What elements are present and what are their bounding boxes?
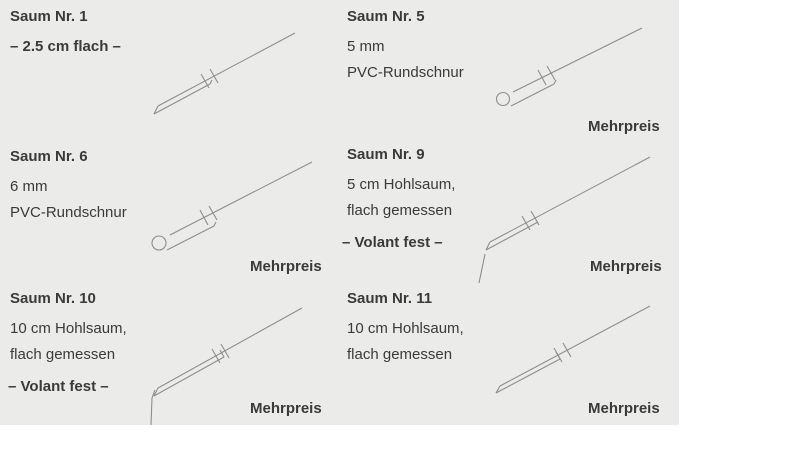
tick-mark <box>562 342 572 358</box>
saum-cell-1: Saum Nr. 1 – 2.5 cm flach – <box>10 8 121 60</box>
saum-10-desc-line-2: flach gemessen <box>10 346 116 363</box>
tick-mark <box>537 69 547 86</box>
pvc-cord-circle <box>151 235 167 251</box>
hem-end-cap <box>153 105 159 115</box>
fabric-edge-line <box>499 305 651 387</box>
fabric-edge-line <box>512 27 643 93</box>
hem-end-cap <box>495 385 501 394</box>
valance-drop-line <box>150 389 156 426</box>
saum-cell-10: Saum Nr. 10 10 cm Hohlsaum, flach gemess… <box>10 290 127 368</box>
fabric-edge-line <box>169 161 313 236</box>
saum-10-mehrpreis-label: Mehrpreis <box>250 400 322 417</box>
saum-cell-9: Saum Nr. 9 5 cm Hohlsaum, flach gemessen <box>347 146 455 224</box>
saum-11-title: Saum Nr. 11 <box>347 290 433 307</box>
saum-5-mehrpreis-label: Mehrpreis <box>588 118 660 135</box>
tick-mark <box>521 215 531 231</box>
saum-11-desc-line-1: 10 cm Hohlsaum, <box>347 320 464 337</box>
saum-5-desc-line-2: PVC-Rundschnur <box>347 64 464 81</box>
tick-mark <box>211 348 221 364</box>
saum-6-desc-line-2: PVC-Rundschnur <box>10 204 127 221</box>
saum-9-volant-note: – Volant fest – <box>342 234 443 251</box>
saum-11-drawing <box>495 305 651 394</box>
saum-1-title: Saum Nr. 1 <box>10 8 88 25</box>
saum-6-mehrpreis-label: Mehrpreis <box>250 258 322 275</box>
hem-end-cap <box>153 387 159 397</box>
saum-9-desc-line-2: flach gemessen <box>347 202 453 219</box>
fabric-edge-line <box>157 307 303 389</box>
pvc-cord-circle <box>495 91 511 107</box>
hem-top-cap <box>553 79 557 85</box>
fabric-edge-line <box>489 156 651 243</box>
saum-5-desc-line-1: 5 mm <box>347 38 385 55</box>
valance-drop-line <box>478 253 486 284</box>
saum-cell-5: Saum Nr. 5 5 mm PVC-Rundschnur <box>347 8 464 86</box>
hem-top-cap <box>219 349 225 358</box>
tick-mark <box>199 209 209 226</box>
saum-5-title: Saum Nr. 5 <box>347 8 425 25</box>
saum-1-desc-line-1: – 2.5 cm flach – <box>10 38 121 55</box>
saum-10-title: Saum Nr. 10 <box>10 290 96 307</box>
saum-9-mehrpreis-label: Mehrpreis <box>590 258 662 275</box>
saum-9-desc-line-1: 5 cm Hohlsaum, <box>347 176 456 193</box>
hem-fold-line <box>510 83 555 107</box>
saum-1-drawing <box>153 32 296 115</box>
hem-top-cap <box>209 79 213 85</box>
saum-cell-11: Saum Nr. 11 10 cm Hohlsaum, flach gemess… <box>347 290 464 368</box>
hem-fold-line <box>485 221 539 251</box>
hem-fold-line <box>153 83 211 115</box>
saum-6-title: Saum Nr. 6 <box>10 148 88 165</box>
tick-mark <box>530 210 540 226</box>
tick-mark <box>200 73 210 89</box>
saum-11-mehrpreis-label: Mehrpreis <box>588 400 660 417</box>
tick-mark <box>220 343 230 359</box>
saum-10-desc-line-1: 10 cm Hohlsaum, <box>10 320 127 337</box>
hem-top-cap <box>213 221 217 227</box>
saum-10-drawing <box>150 307 303 426</box>
tick-mark <box>209 68 219 84</box>
saum-10-volant-note: – Volant fest – <box>8 378 109 395</box>
saum-5-drawing <box>495 27 643 107</box>
saum-9-drawing <box>478 156 651 284</box>
hem-end-cap <box>485 241 491 251</box>
saum-cell-6: Saum Nr. 6 6 mm PVC-Rundschnur <box>10 148 127 226</box>
saum-9-title: Saum Nr. 9 <box>347 146 425 163</box>
saum-11-desc-line-2: flach gemessen <box>347 346 453 363</box>
hem-fold-line <box>153 356 225 397</box>
diagram-background <box>0 0 679 425</box>
fabric-edge-line <box>157 32 296 107</box>
hem-fold-line <box>166 225 215 251</box>
tick-mark <box>208 205 218 221</box>
tick-mark <box>546 65 556 81</box>
saum-6-desc-line-1: 6 mm <box>10 178 48 195</box>
tick-mark <box>553 347 563 363</box>
hem-fold-line <box>495 358 561 394</box>
saum-6-drawing <box>151 161 313 251</box>
